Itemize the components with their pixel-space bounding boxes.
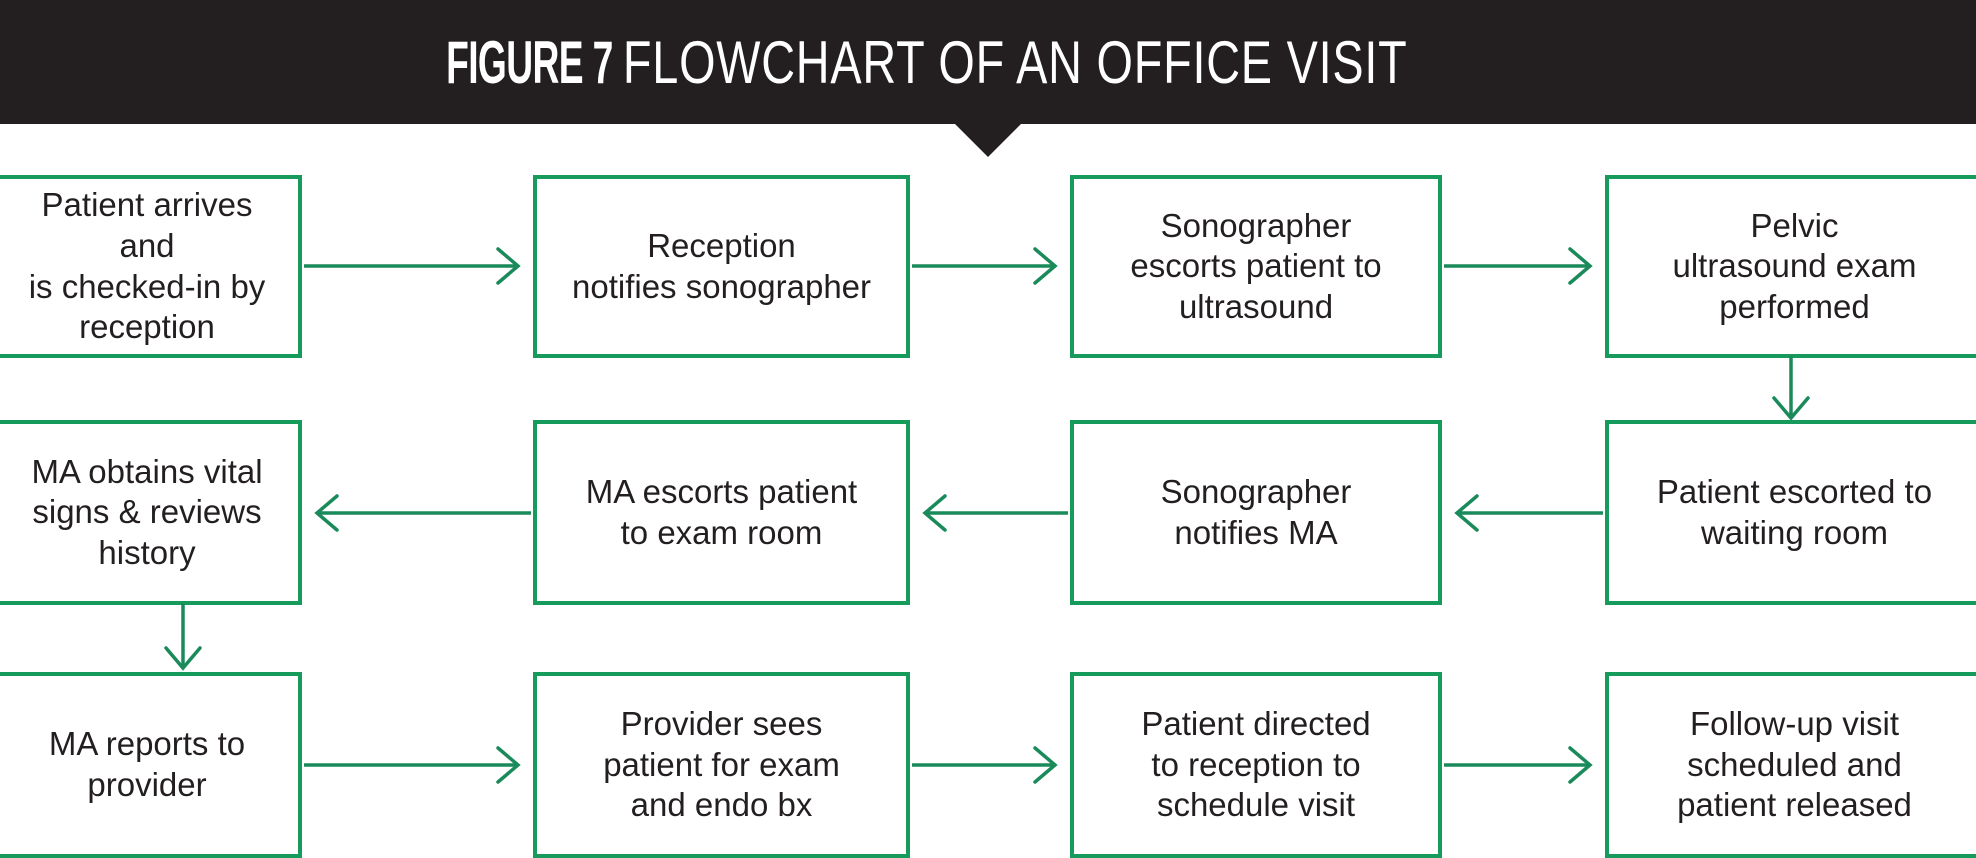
flow-node-label: Provider sees patient for exam and endo … bbox=[603, 705, 840, 824]
flow-node-patient-arrives[interactable]: Patient arrives and is checked-in by rec… bbox=[0, 175, 302, 358]
arrow-right-icon bbox=[910, 243, 1058, 289]
arrow-left-icon bbox=[302, 490, 531, 536]
header-notch-icon bbox=[955, 124, 1021, 157]
flow-node-label: Patient escorted to waiting room bbox=[1656, 472, 1933, 551]
arrow-down-icon bbox=[1768, 356, 1814, 426]
flow-node-reception-notifies[interactable]: Reception notifies sonographer bbox=[533, 175, 910, 358]
flow-node-ma-escorts-patient[interactable]: MA escorts patient to exam room bbox=[533, 420, 910, 605]
header-title-group: FIGURE 7 FLOWCHART OF AN OFFICE VISIT bbox=[0, 0, 1976, 124]
arrow-down-icon bbox=[160, 603, 206, 673]
flow-node-patient-directed-reception[interactable]: Patient directed to reception to schedul… bbox=[1070, 672, 1442, 858]
flow-node-ma-reports-provider[interactable]: MA reports to provider bbox=[0, 672, 302, 858]
flow-node-label: MA escorts patient to exam room bbox=[585, 472, 858, 551]
arrow-left-icon bbox=[1442, 490, 1603, 536]
flow-node-label: Sonographer notifies MA bbox=[1160, 472, 1352, 551]
arrow-right-icon bbox=[910, 742, 1058, 788]
flow-node-pelvic-ultrasound[interactable]: Pelvic ultrasound exam performed bbox=[1605, 175, 1976, 358]
arrow-right-icon bbox=[1442, 243, 1593, 289]
flow-node-label: Reception notifies sonographer bbox=[571, 226, 872, 305]
arrow-left-icon bbox=[910, 490, 1068, 536]
arrow-right-icon bbox=[302, 243, 521, 289]
flow-node-label: Patient arrives and is checked-in by rec… bbox=[28, 186, 266, 346]
flow-node-label: Follow-up visit scheduled and patient re… bbox=[1677, 705, 1912, 824]
flow-node-followup-scheduled[interactable]: Follow-up visit scheduled and patient re… bbox=[1605, 672, 1976, 858]
flow-node-label: Patient directed to reception to schedul… bbox=[1141, 705, 1371, 824]
flow-node-sonographer-escorts[interactable]: Sonographer escorts patient to ultrasoun… bbox=[1070, 175, 1442, 358]
flow-node-label: MA obtains vital signs & reviews history bbox=[31, 452, 263, 571]
flow-node-sonographer-notifies-ma[interactable]: Sonographer notifies MA bbox=[1070, 420, 1442, 605]
flow-node-label: MA reports to provider bbox=[48, 725, 246, 803]
arrow-right-icon bbox=[1442, 742, 1593, 788]
flow-node-label: Pelvic ultrasound exam performed bbox=[1672, 206, 1917, 325]
flow-node-patient-escorted-waiting[interactable]: Patient escorted to waiting room bbox=[1605, 420, 1976, 605]
flow-node-label: Sonographer escorts patient to ultrasoun… bbox=[1130, 206, 1382, 325]
figure-number-label: FIGURE 7 bbox=[445, 28, 613, 96]
header-banner bbox=[0, 0, 1976, 124]
arrow-right-icon bbox=[302, 742, 521, 788]
flow-node-ma-obtains-vitals[interactable]: MA obtains vital signs & reviews history bbox=[0, 420, 302, 605]
flow-node-provider-sees-patient[interactable]: Provider sees patient for exam and endo … bbox=[533, 672, 910, 858]
page-title: FLOWCHART OF AN OFFICE VISIT bbox=[623, 28, 1408, 96]
